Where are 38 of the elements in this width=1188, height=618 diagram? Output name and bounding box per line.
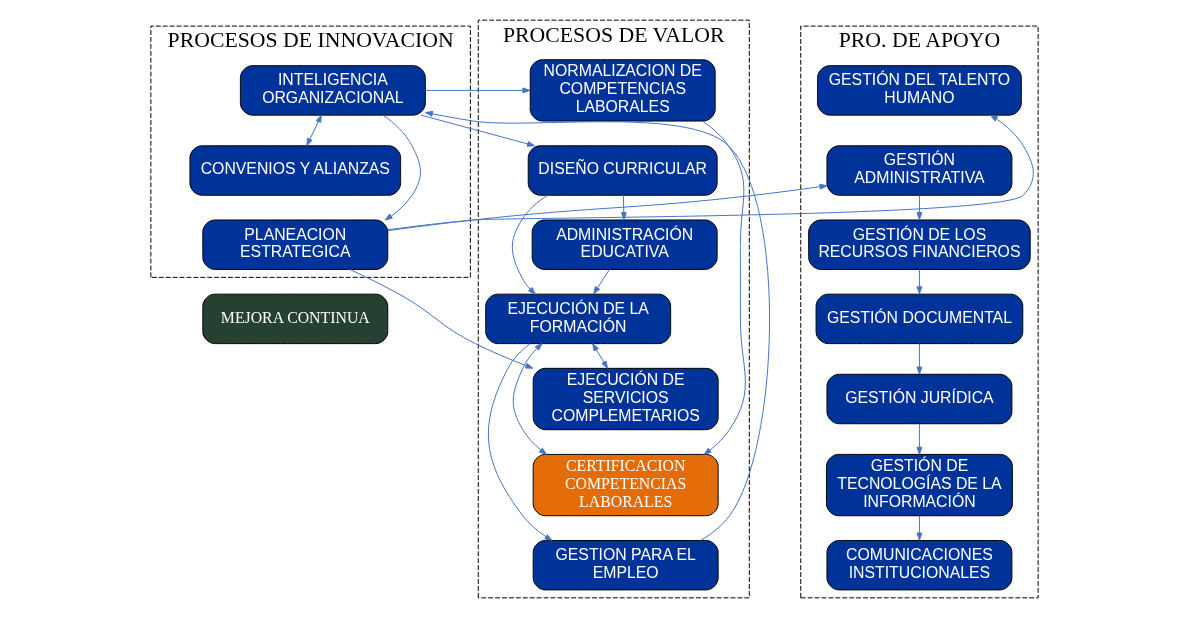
arrow (916, 269, 922, 295)
arrow (424, 110, 770, 541)
node-box: ADMINISTRACIÓN EDUCATIVA (531, 219, 718, 270)
arrow (387, 114, 1034, 231)
node-box: GESTIÓN DOCUMENTAL (815, 293, 1023, 345)
node-box: PLANEACION ESTRATEGICA (201, 219, 388, 270)
arrow (511, 194, 548, 295)
node-box: COMUNICACIONES INSTITUCIONALES (825, 539, 1012, 591)
node-box: EJECUCIÓN DE SERVICIOS COMPLEMETARIOS (532, 367, 719, 431)
arrow (916, 343, 922, 375)
node-box: INTELIGENCIA ORGANIZACIONAL (239, 65, 426, 116)
node-box: NORMALIZACION DE COMPETENCIAS LABORALES (529, 59, 716, 122)
arrow (305, 114, 322, 147)
arrow (382, 114, 421, 221)
node-box: CONVENIOS Y ALIANZAS (188, 145, 401, 196)
arrow (620, 195, 627, 221)
node-box: MEJORA CONTINUA (201, 293, 388, 345)
arrow (591, 343, 608, 369)
arrow (512, 343, 547, 455)
arrow (420, 114, 535, 147)
arrow (701, 120, 746, 455)
arrow (916, 515, 922, 541)
arrow (424, 87, 530, 94)
arrow (487, 343, 553, 541)
arrow (916, 195, 922, 221)
node-box: DISEÑO CURRICULAR (527, 145, 718, 196)
node-box: EJECUCIÓN DE LA FORMACIÓN (484, 293, 671, 345)
node-box: GESTIÓN DEL TALENTO HUMANO (816, 65, 1022, 116)
node-box: CERTIFICACION COMPETENCIAS LABORALES (532, 453, 719, 517)
node-box: GESTIÓN DE TECNOLOGÍAS DE LA INFORMACIÓN (825, 453, 1013, 517)
node-box: GESTION PARA EL EMPLEO (532, 539, 719, 591)
node-box: GESTIÓN JURÍDICA (825, 373, 1012, 425)
arrow (348, 268, 533, 369)
arrow (387, 183, 827, 232)
arrow (916, 423, 922, 455)
node-box: GESTIÓN DE LOS RECURSOS FINANCIEROS (807, 219, 1031, 270)
arrow (592, 269, 610, 295)
node-box: GESTIÓN ADMINISTRATIVA (825, 145, 1012, 196)
